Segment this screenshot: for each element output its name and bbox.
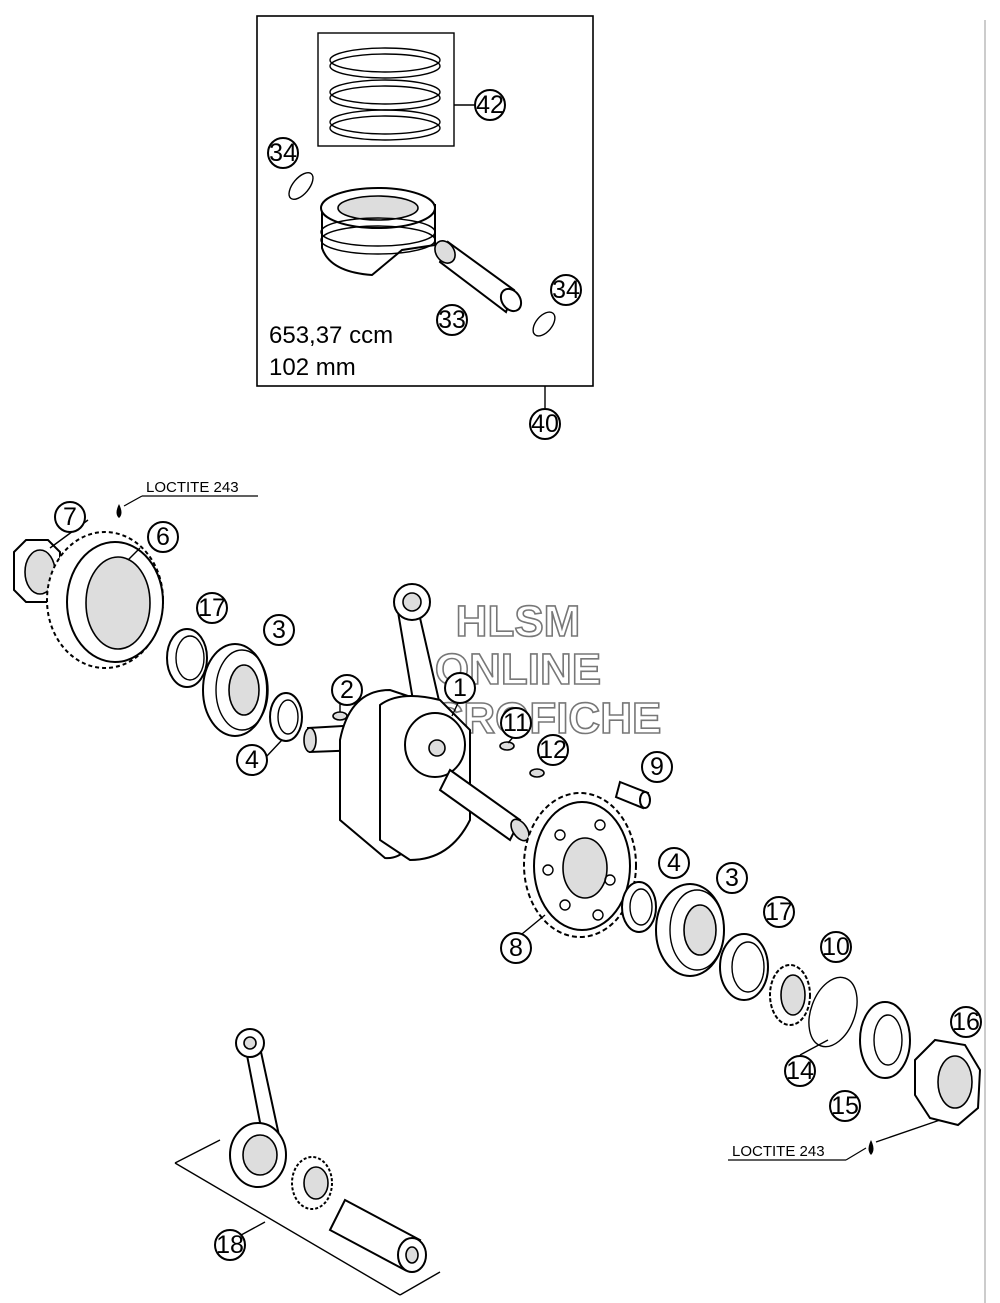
svg-text:3: 3 — [272, 616, 286, 644]
callout-34-right: 34 — [550, 274, 582, 306]
piston-kit-box — [256, 15, 594, 387]
piston-pin — [434, 240, 523, 314]
svg-text:12: 12 — [539, 736, 567, 764]
svg-text:8: 8 — [509, 934, 523, 962]
callout-9: 9 — [641, 751, 673, 783]
callout-17-left: 17 — [196, 592, 228, 624]
loctite-note-bottom: LOCTITE 243 — [728, 1140, 874, 1161]
svg-text:15: 15 — [831, 1092, 859, 1120]
callout-16: 16 — [950, 1006, 982, 1038]
piston — [320, 187, 436, 277]
primary-gear — [46, 531, 164, 669]
woodruff-key-12 — [529, 768, 545, 778]
bearing-right — [655, 883, 725, 977]
callout-7: 7 — [54, 501, 86, 533]
loctite-bottom-label: LOCTITE 243 — [732, 1143, 825, 1160]
callout-18: 18 — [214, 1229, 246, 1261]
washer-right — [621, 881, 657, 933]
svg-text:42: 42 — [476, 91, 504, 119]
washer-left — [269, 692, 303, 742]
callout-15: 15 — [829, 1090, 861, 1122]
svg-text:1: 1 — [453, 674, 467, 702]
woodruff-key-11 — [499, 741, 515, 751]
callout-6: 6 — [147, 521, 179, 553]
loctite-top-label: LOCTITE 243 — [146, 479, 239, 496]
watermark-line1: HLSM — [456, 597, 581, 646]
callout-3-right: 3 — [716, 862, 748, 894]
dowel-pin — [614, 780, 651, 810]
conrod-assembly — [174, 1028, 441, 1296]
callout-4-left: 4 — [236, 744, 268, 776]
bearing-left — [202, 643, 269, 737]
callout-3-left: 3 — [263, 614, 295, 646]
svg-text:34: 34 — [269, 139, 297, 167]
svg-text:17: 17 — [198, 594, 226, 622]
svg-text:18: 18 — [216, 1231, 244, 1259]
svg-text:34: 34 — [552, 276, 580, 304]
piston-ring-box — [317, 32, 455, 147]
callout-33: 33 — [436, 304, 468, 336]
displacement-label: 653,37 ccm — [269, 322, 393, 349]
drop-icon — [116, 504, 122, 518]
callout-2: 2 — [331, 674, 363, 706]
callout-12: 12 — [537, 734, 569, 766]
circlip-right — [532, 311, 556, 337]
callout-40: 40 — [529, 408, 561, 440]
spacer-left — [166, 628, 208, 688]
callout-8: 8 — [500, 932, 532, 964]
svg-text:6: 6 — [156, 523, 170, 551]
callout-42: 42 — [474, 89, 506, 121]
callout-4-right: 4 — [658, 847, 690, 879]
piston-kit-group: 653,37 ccm 102 mm — [256, 15, 594, 408]
svg-text:33: 33 — [438, 306, 466, 334]
callout-34-left: 34 — [267, 137, 299, 169]
callout-14: 14 — [784, 1055, 816, 1087]
nut-right — [914, 1038, 982, 1127]
bore-label: 102 mm — [269, 354, 356, 381]
svg-text:14: 14 — [786, 1057, 814, 1085]
drop-icon — [868, 1140, 874, 1155]
svg-text:2: 2 — [340, 676, 354, 704]
circlip-left — [288, 172, 314, 200]
spacer-right — [719, 933, 769, 1001]
callout-17-right: 17 — [763, 896, 795, 928]
svg-text:3: 3 — [725, 864, 739, 892]
piston-rings — [329, 47, 441, 141]
svg-text:4: 4 — [245, 746, 259, 774]
svg-text:16: 16 — [952, 1008, 980, 1036]
svg-text:9: 9 — [650, 753, 664, 781]
loctite-note-top: LOCTITE 243 — [116, 479, 258, 518]
callout-11: 11 — [500, 707, 532, 739]
svg-text:7: 7 — [63, 503, 77, 531]
circlip-14 — [808, 976, 858, 1048]
svg-text:40: 40 — [531, 410, 559, 438]
svg-text:10: 10 — [822, 933, 850, 961]
svg-text:11: 11 — [503, 709, 529, 737]
callout-1: 1 — [444, 672, 476, 704]
crankshaft — [303, 583, 530, 862]
svg-text:4: 4 — [667, 849, 681, 877]
timing-gear — [523, 792, 637, 938]
svg-text:17: 17 — [765, 898, 793, 926]
woodruff-key-2 — [332, 711, 348, 721]
callout-10: 10 — [820, 931, 852, 963]
